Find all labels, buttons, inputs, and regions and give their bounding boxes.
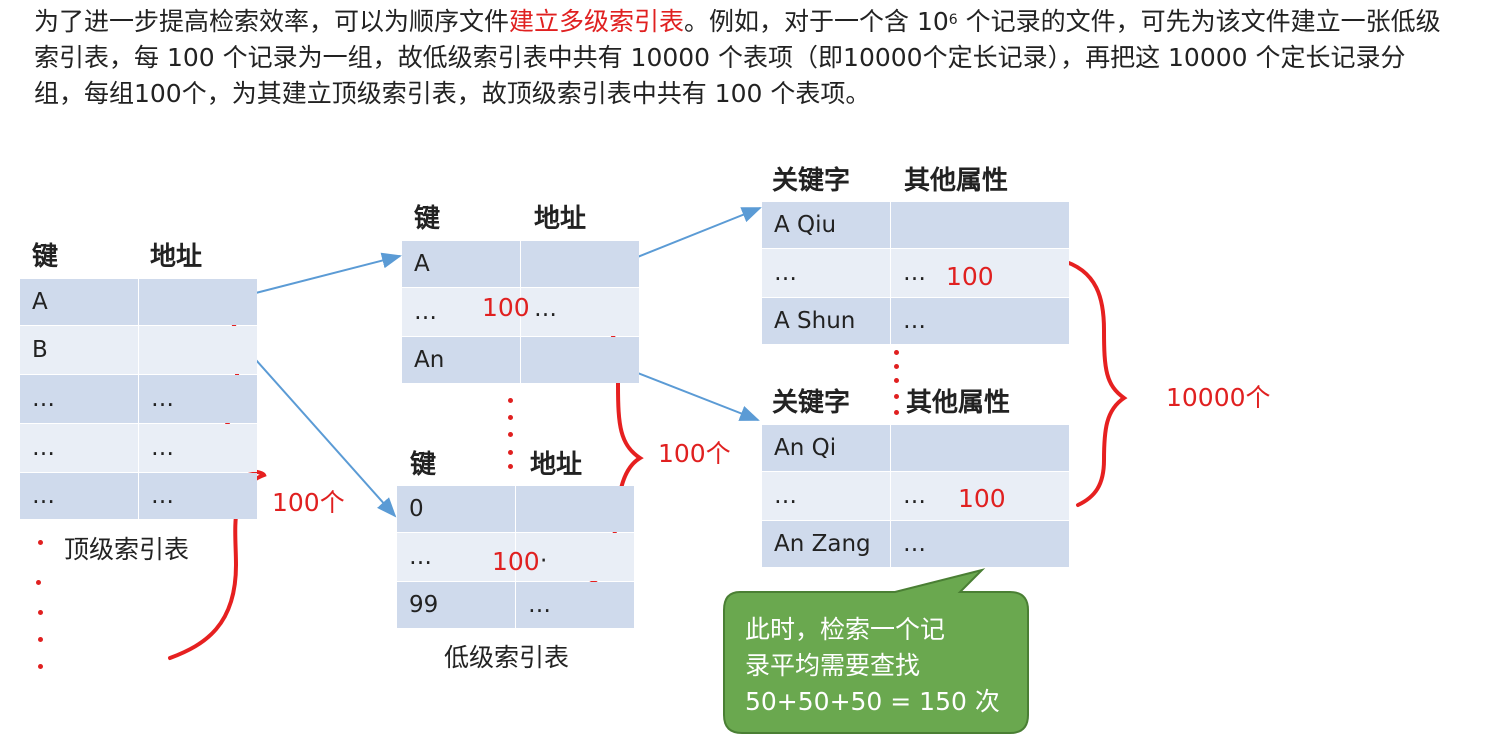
- low1-row-3-key: An: [402, 337, 520, 383]
- rec1-row-3-other: …: [891, 298, 1069, 344]
- ellipsis-dot: [38, 610, 43, 615]
- top-table-caption: 顶级索引表: [64, 535, 190, 564]
- ellipsis-dot: [508, 415, 513, 420]
- arrow-low1-to-rec2: [624, 367, 760, 421]
- top-row-2-key: B: [20, 326, 138, 374]
- top-row-1-addr: [139, 279, 257, 325]
- rec1-row-2-other: …: [891, 249, 1069, 297]
- top-row-5-addr: …: [139, 473, 257, 519]
- low1-row-1-addr: [521, 241, 639, 287]
- low1-row-2-addr-text: …: [534, 296, 557, 322]
- arrow-low1-to-rec1: [619, 207, 762, 265]
- intro-part3: 个记录的文件，可先为该文件建立一张低级索引表，每 100 个记录为一组，故低级索…: [34, 7, 1441, 108]
- rec2-row-2-key: …: [762, 472, 890, 520]
- low-table-caption: 低级索引表: [444, 643, 570, 672]
- ellipsis-dot: [508, 398, 513, 403]
- rec2-header-key: 关键字: [772, 388, 851, 418]
- arrow-top-to-low1: [239, 252, 402, 298]
- low2-row-2-addr-text: ·: [540, 548, 548, 574]
- top-header-key: 键: [32, 242, 59, 272]
- rec2-row-3-key: An Zang: [762, 521, 890, 567]
- top-row-3-addr: …: [139, 375, 257, 423]
- top-table-count: 100个: [272, 488, 345, 517]
- rec1-header-other: 其他属性: [904, 166, 1009, 196]
- low-table-count: 100个: [658, 439, 731, 468]
- low1-inner-count: 100: [482, 293, 530, 322]
- intro-highlight: 建立多级索引表: [509, 7, 685, 36]
- top-row-2-addr: [139, 326, 257, 374]
- low2-row-2-addr: [516, 533, 634, 581]
- ellipsis-dot: [894, 364, 899, 369]
- ellipsis-dot: [508, 432, 513, 437]
- low1-row-1-key: A: [402, 241, 520, 287]
- low2-header-key: 键: [410, 450, 437, 480]
- intro-part1: 为了进一步提高检索效率，可以为顺序文件: [34, 7, 510, 36]
- low1-header-addr: 地址: [534, 204, 587, 234]
- ellipsis-dot: [38, 637, 43, 642]
- ellipsis-dot: [894, 350, 899, 355]
- brace-record-table: [1058, 258, 1128, 507]
- top-row-5-key: …: [20, 473, 138, 519]
- intro-exponent: 6: [948, 12, 958, 28]
- low2-row-3-key: 99: [397, 582, 515, 628]
- record-count: 10000个: [1166, 383, 1271, 412]
- rec1-header-key: 关键字: [772, 166, 851, 196]
- low2-inner-count: 100: [492, 547, 540, 576]
- callout-line-1: 此时，检索一个记: [745, 615, 946, 644]
- low1-header-key: 键: [414, 204, 441, 234]
- arrow-top-to-low2: [239, 341, 397, 518]
- rec2-row-1-other: [891, 425, 1069, 471]
- low2-row-1-key: 0: [397, 486, 515, 532]
- top-row-4-addr: …: [139, 424, 257, 472]
- top-row-1-key: A: [20, 279, 138, 325]
- callout-text: 此时，检索一个记 录平均需要查找 50+50+50 = 150 次: [745, 612, 1015, 720]
- top-row-4-key: …: [20, 424, 138, 472]
- ellipsis-dot: [894, 394, 899, 399]
- callout-bubble: [723, 568, 1029, 734]
- ellipsis-dot: [38, 664, 43, 669]
- rec2-inner-count: 100: [958, 484, 1006, 513]
- rec2-row-3-other: …: [891, 521, 1069, 567]
- top-header-addr: 地址: [150, 242, 203, 272]
- ellipsis-dot: [508, 464, 513, 469]
- rec2-row-2-other: …: [891, 472, 1069, 520]
- ellipsis-dot: [508, 450, 513, 455]
- low1-row-2-addr: [521, 288, 639, 336]
- ellipsis-dot: [36, 580, 41, 585]
- low1-row-2-key: …: [402, 288, 520, 336]
- rec1-row-2-key: …: [762, 249, 890, 297]
- callout-line-2: 录平均需要查找: [745, 651, 921, 680]
- rec2-header-other: 其他属性: [906, 388, 1011, 418]
- rec1-row-3-key: A Shun: [762, 298, 890, 344]
- callout-line-3: 50+50+50 = 150 次: [745, 687, 1000, 716]
- low2-header-addr: 地址: [530, 450, 583, 480]
- ellipsis-dot: [38, 540, 43, 545]
- top-row-3-key: …: [20, 375, 138, 423]
- rec1-row-1-other: [891, 202, 1069, 248]
- low2-row-3-addr: …: [516, 582, 634, 628]
- intro-part2: 。例如，对于一个含 10: [684, 7, 949, 36]
- ellipsis-dot: [894, 378, 899, 383]
- rec2-row-1-key: An Qi: [762, 425, 890, 471]
- low2-row-2-key: …: [397, 533, 515, 581]
- rec1-row-1-key: A Qiu: [762, 202, 890, 248]
- intro-paragraph: 为了进一步提高检索效率，可以为顺序文件建立多级索引表。例如，对于一个含 106 …: [34, 4, 1454, 112]
- rec1-inner-count: 100: [946, 262, 994, 291]
- low2-row-1-addr: [516, 486, 634, 532]
- low1-row-3-addr: [521, 337, 639, 383]
- ellipsis-dot: [894, 410, 899, 415]
